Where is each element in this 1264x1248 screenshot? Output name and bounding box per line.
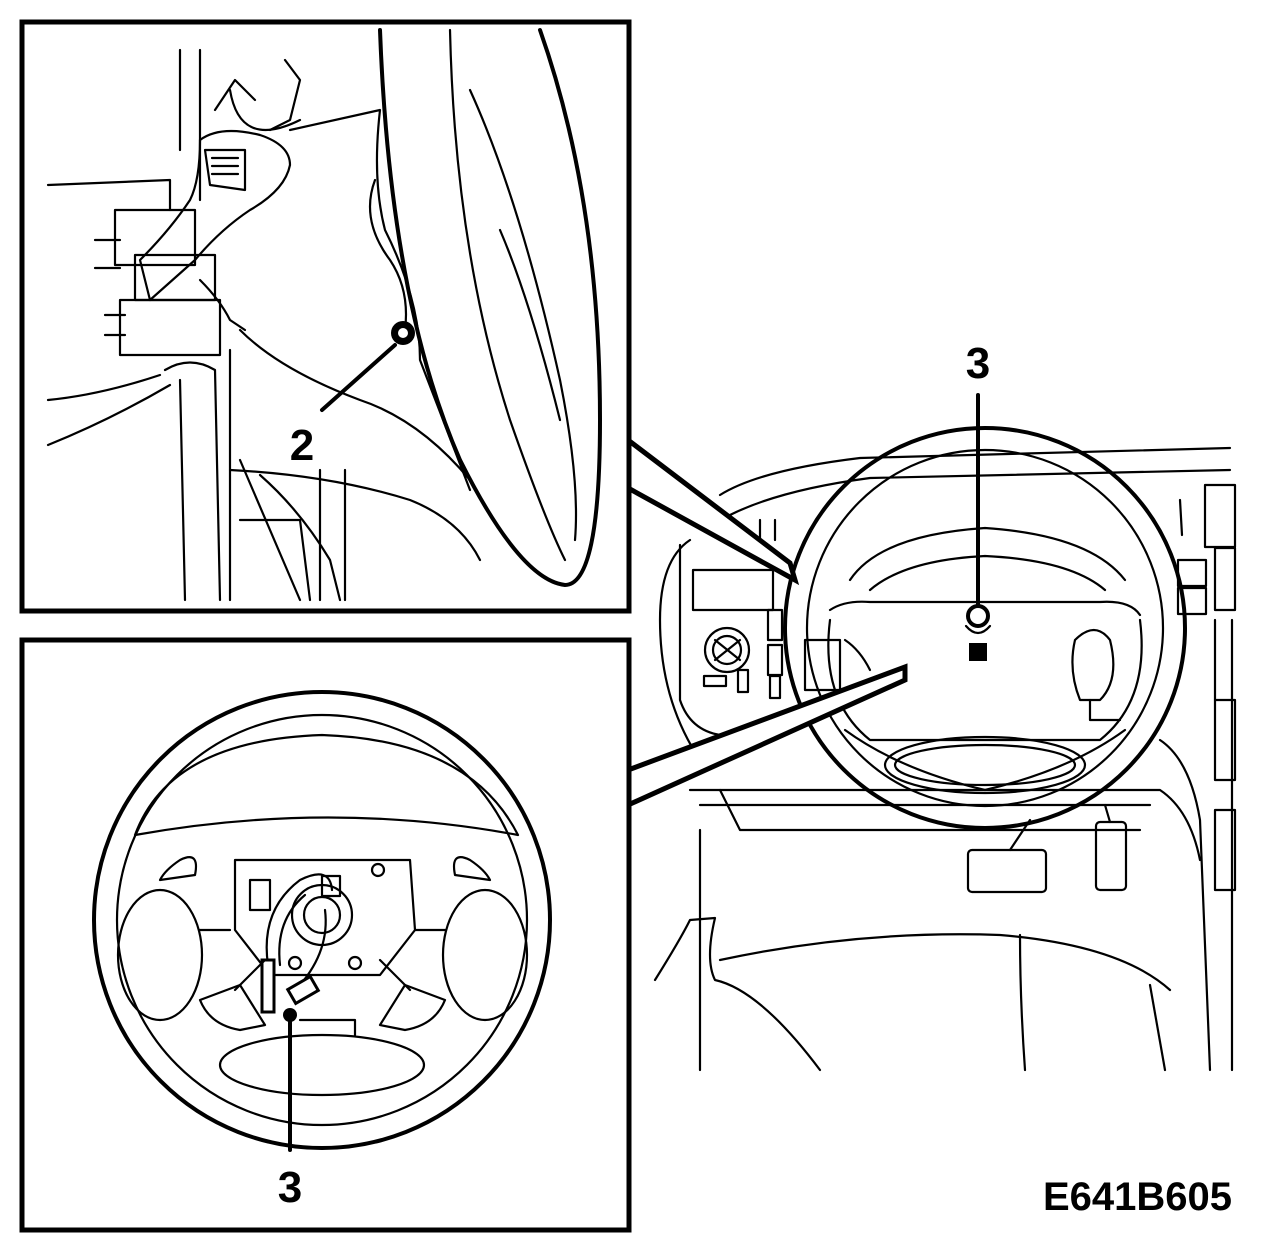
callout-inset-top-number: 2 — [290, 421, 314, 470]
callout-main-number: 3 — [966, 339, 990, 388]
inset-bottom: 3 — [19, 637, 632, 1233]
callout-inset-bottom-number: 3 — [278, 1163, 302, 1212]
figure-code: E641B605 — [1043, 1175, 1232, 1219]
inset-top: 2 — [19, 19, 632, 614]
dashboard-view: 3 — [653, 339, 1237, 1072]
zoom-pointers — [625, 434, 908, 809]
